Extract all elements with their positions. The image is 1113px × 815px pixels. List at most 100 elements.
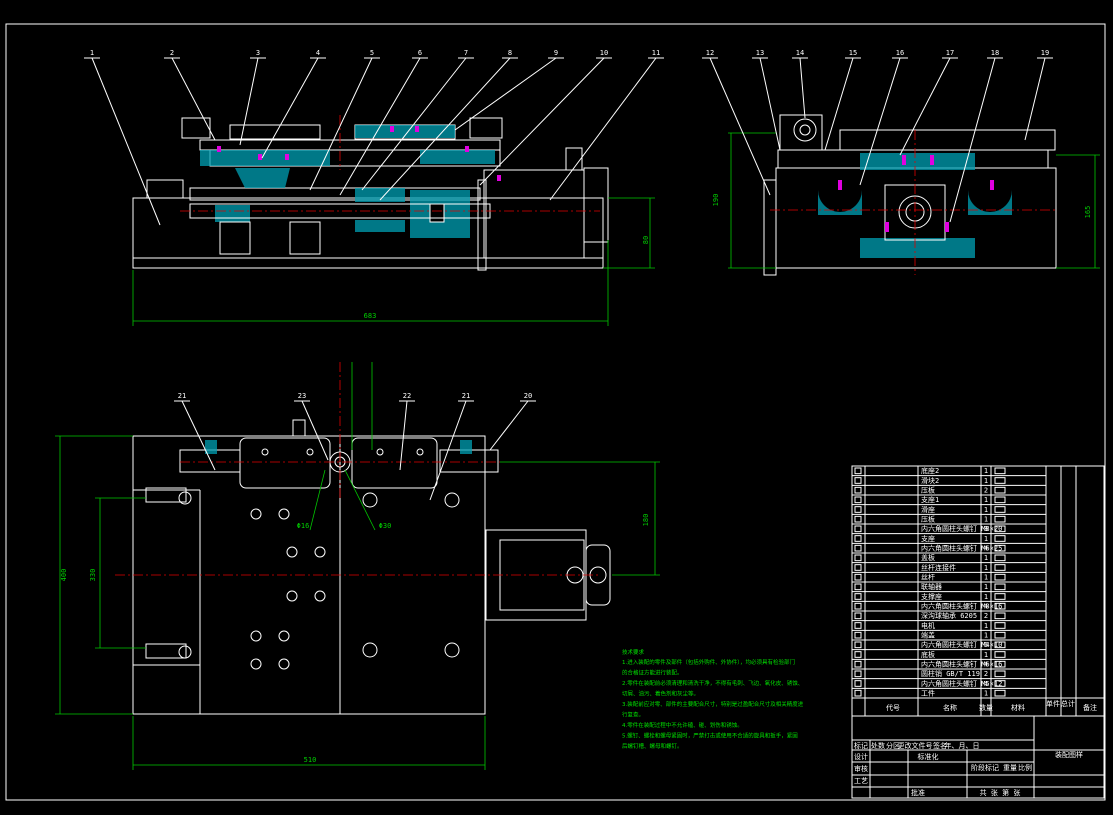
bom-material-box: [994, 486, 1006, 494]
bom-material-box: [994, 554, 1006, 562]
bom-material-box: [994, 680, 1006, 687]
bom-index-box: [854, 602, 862, 610]
bom-part-qty: 8: [984, 525, 988, 533]
balloon-leader: [361, 57, 467, 191]
bom-part-name: 滑座: [921, 505, 935, 514]
bom-index-box: [854, 573, 862, 581]
bom-part-name: 内六角圆柱头螺钉 M8×16: [921, 602, 1002, 611]
balloon-leader: [859, 57, 901, 186]
balloon-leader: [309, 57, 373, 191]
bom-part-name: 内六角圆柱头螺钉 M5×12: [921, 679, 1002, 688]
bom-part-qty: 1: [984, 467, 988, 475]
bom-part-qty: 1: [984, 622, 988, 630]
balloon-label: 20: [524, 392, 532, 400]
balloon-label: 1: [90, 49, 94, 57]
bom-part-qty: 1: [984, 535, 988, 543]
bom-part-qty: 4: [984, 680, 988, 688]
bom-part-name: 联轴器: [921, 582, 942, 591]
balloon-label: 17: [946, 49, 954, 57]
balloon-label: 22: [403, 392, 411, 400]
tb-scale: 比例: [1018, 763, 1032, 772]
balloon-label: 13: [756, 49, 764, 57]
tb-weight: 重量: [1003, 764, 1017, 772]
bom-material-box: [994, 670, 1006, 678]
dim-plan-right: 180: [642, 514, 650, 527]
balloon-leader: [429, 400, 467, 501]
bom-index-box: [854, 544, 862, 552]
balloon-leader: [261, 57, 319, 159]
balloon-leader: [824, 57, 854, 151]
dim-dia16: Φ16: [297, 522, 310, 530]
bom-part-qty: 1: [984, 690, 988, 698]
note-line: 后螺钉槽、螺母和螺钉。: [622, 742, 683, 750]
balloon-label: 8: [508, 49, 512, 57]
tb-row-label: 年、月、日: [945, 741, 980, 750]
balloon-label: 9: [554, 49, 558, 57]
bom-index-box: [854, 535, 862, 542]
bom-header-total: 总计: [1061, 699, 1075, 708]
tb-approve: 批准: [911, 788, 925, 797]
bom-part-qty: 1: [984, 554, 988, 562]
note-line: 1.进入装配的零件及部件（包括外购件、外协件），均必须具有检验部门: [622, 658, 795, 666]
tb-design: 设计: [854, 752, 868, 761]
dim-dia30: Φ30: [379, 522, 392, 530]
side-view: [728, 114, 1100, 276]
bom-material-box: [994, 602, 1006, 610]
balloon-leader: [379, 57, 511, 201]
bom-part-name: 支座1: [921, 495, 939, 504]
drawing-title: 装配图样: [1055, 750, 1083, 759]
bom-index-box: [854, 486, 862, 494]
bom-part-name: 端盖: [921, 631, 935, 640]
bom-part-qty: 1: [984, 506, 988, 514]
bom-part-name: 丝杆: [921, 573, 935, 582]
bom-part-qty: 1: [984, 593, 988, 601]
note-line: 4.零件在装配过程中不允许磕、碰、划伤和锈蚀。: [622, 721, 743, 729]
balloon-label: 2: [170, 49, 174, 57]
tb-review: 审核: [854, 764, 868, 773]
bom-index-box: [854, 477, 862, 484]
balloon-label: 21: [178, 392, 186, 400]
bom-index-box: [854, 689, 862, 697]
balloon-label: 15: [849, 49, 857, 57]
bom-part-name: 内六角圆柱头螺钉 M6×16: [921, 660, 1002, 669]
dim-plan-height: 400: [60, 569, 68, 582]
bom-part-qty: 4: [984, 545, 988, 553]
balloon-label: 3: [256, 49, 260, 57]
bom-part-qty: 1: [984, 496, 988, 504]
bom-material-box: [994, 564, 1006, 571]
balloon-leader: [1024, 57, 1046, 141]
bom-part-name: 底座2: [921, 466, 939, 475]
bom-index-box: [854, 525, 862, 533]
balloon-leader: [339, 57, 421, 196]
balloon-label: 10: [600, 49, 608, 57]
note-line: 的合格证方能进行装配。: [622, 669, 683, 677]
bom-material-box: [994, 573, 1006, 581]
balloon-label: 18: [991, 49, 999, 57]
bom-header-remark: 备注: [1083, 703, 1097, 712]
bom-material-box: [994, 477, 1006, 484]
bom-index-box: [854, 680, 862, 687]
bom-index-box: [854, 564, 862, 571]
bom-index-box: [854, 515, 862, 523]
bom-material-box: [994, 496, 1006, 504]
bom-part-qty: 4: [984, 661, 988, 669]
balloon-leader: [899, 57, 951, 156]
bom-index-box: [854, 622, 862, 629]
balloon-leader: [171, 57, 216, 141]
tb-row-label: 标记: [854, 741, 868, 750]
bom-header-code: 代号: [886, 703, 900, 712]
bom-header-name: 名称: [943, 703, 957, 712]
bom-index-box: [854, 660, 862, 668]
bom-index-box: [854, 631, 862, 639]
front-view: [132, 115, 655, 326]
balloon-label: 23: [298, 392, 306, 400]
bom-index-box: [854, 651, 862, 658]
bom-part-qty: 1: [984, 574, 988, 582]
bom-part-name: 电机: [921, 621, 935, 630]
note-line: 行复查。: [622, 711, 644, 719]
dim-front-height: 80: [642, 236, 650, 244]
bom-part-name: 工件: [921, 689, 935, 698]
bom-header-qty: 数量: [979, 703, 993, 712]
bom-part-name: 底板: [921, 650, 935, 659]
bom-index-box: [854, 612, 862, 620]
